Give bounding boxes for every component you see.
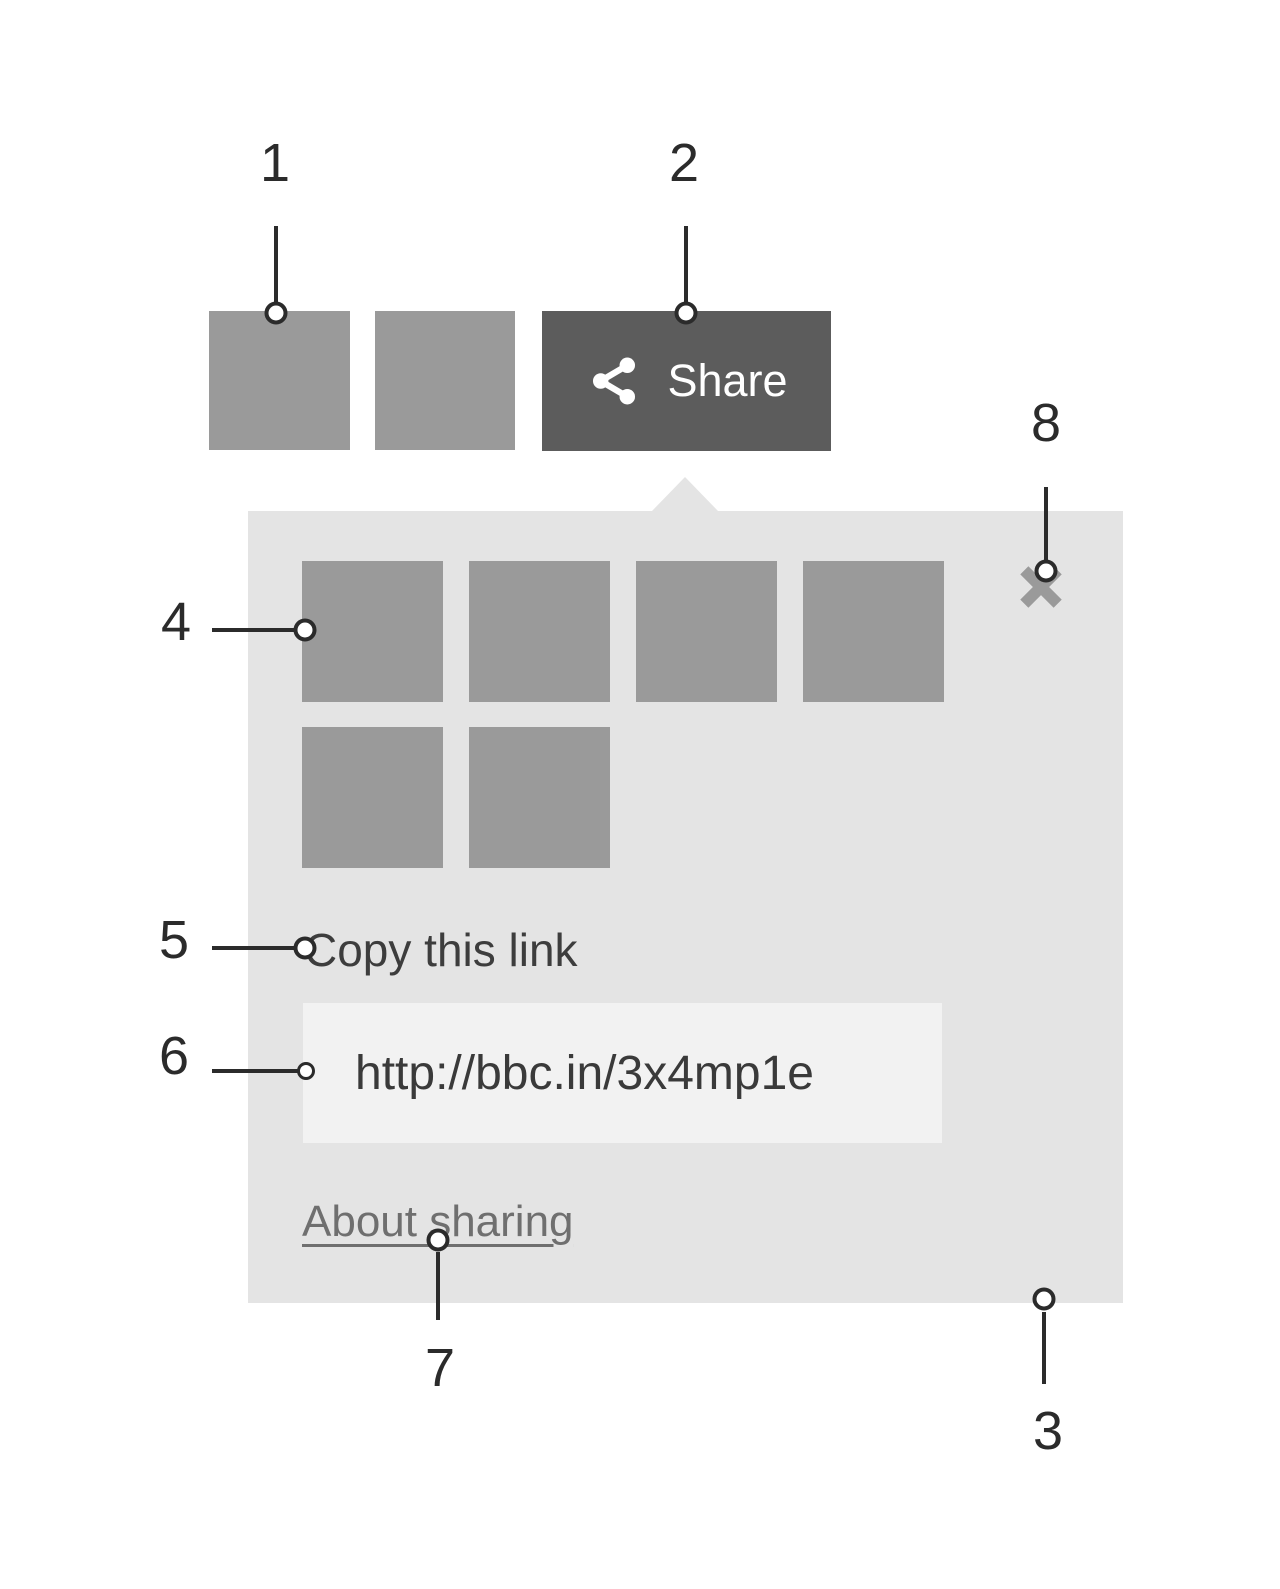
callout-8-line [1044, 487, 1048, 563]
callout-3-number: 3 [1032, 1401, 1064, 1461]
callout-4-dot [293, 618, 317, 642]
callout-4-line [212, 628, 296, 632]
callout-2-number: 2 [668, 133, 700, 193]
share-panel: Copy this link http://bbc.in/3x4mp1e Abo… [248, 511, 1123, 1303]
callout-7-dot [426, 1228, 450, 1252]
callout-2-dot [674, 301, 698, 325]
share-icon [593, 357, 636, 405]
share-button[interactable]: Share [542, 311, 831, 451]
callout-1-dot [264, 301, 288, 325]
panel-caret [652, 477, 718, 511]
share-url-field[interactable]: http://bbc.in/3x4mp1e [303, 1003, 942, 1143]
callout-6-dot [297, 1062, 315, 1080]
share-option-placeholder-1[interactable] [302, 561, 443, 702]
share-option-placeholder-5[interactable] [302, 727, 443, 868]
callout-3-dot [1032, 1287, 1056, 1311]
callout-5-number: 5 [158, 910, 190, 970]
callout-2-line [684, 226, 688, 304]
callout-1-number: 1 [259, 133, 291, 193]
share-url-value: http://bbc.in/3x4mp1e [355, 1046, 814, 1100]
callout-8-number: 8 [1030, 393, 1062, 453]
callout-1-line [274, 226, 278, 304]
callout-8-dot [1034, 559, 1058, 583]
share-button-label: Share [667, 355, 788, 406]
callout-6-line [212, 1069, 298, 1073]
share-option-placeholder-6[interactable] [469, 727, 610, 868]
callout-3-line [1042, 1312, 1046, 1384]
callout-7-line [436, 1252, 440, 1320]
callout-7-number: 7 [424, 1338, 456, 1398]
callout-6-number: 6 [158, 1026, 190, 1086]
callout-5-line [212, 946, 296, 950]
copy-link-label: Copy this link [304, 924, 578, 976]
callout-5-dot [293, 936, 317, 960]
callout-4-number: 4 [160, 592, 192, 652]
content-placeholder-2 [375, 311, 515, 450]
share-option-placeholder-3[interactable] [636, 561, 777, 702]
share-option-placeholder-4[interactable] [803, 561, 944, 702]
content-placeholder-1 [209, 311, 350, 450]
share-option-placeholder-2[interactable] [469, 561, 610, 702]
